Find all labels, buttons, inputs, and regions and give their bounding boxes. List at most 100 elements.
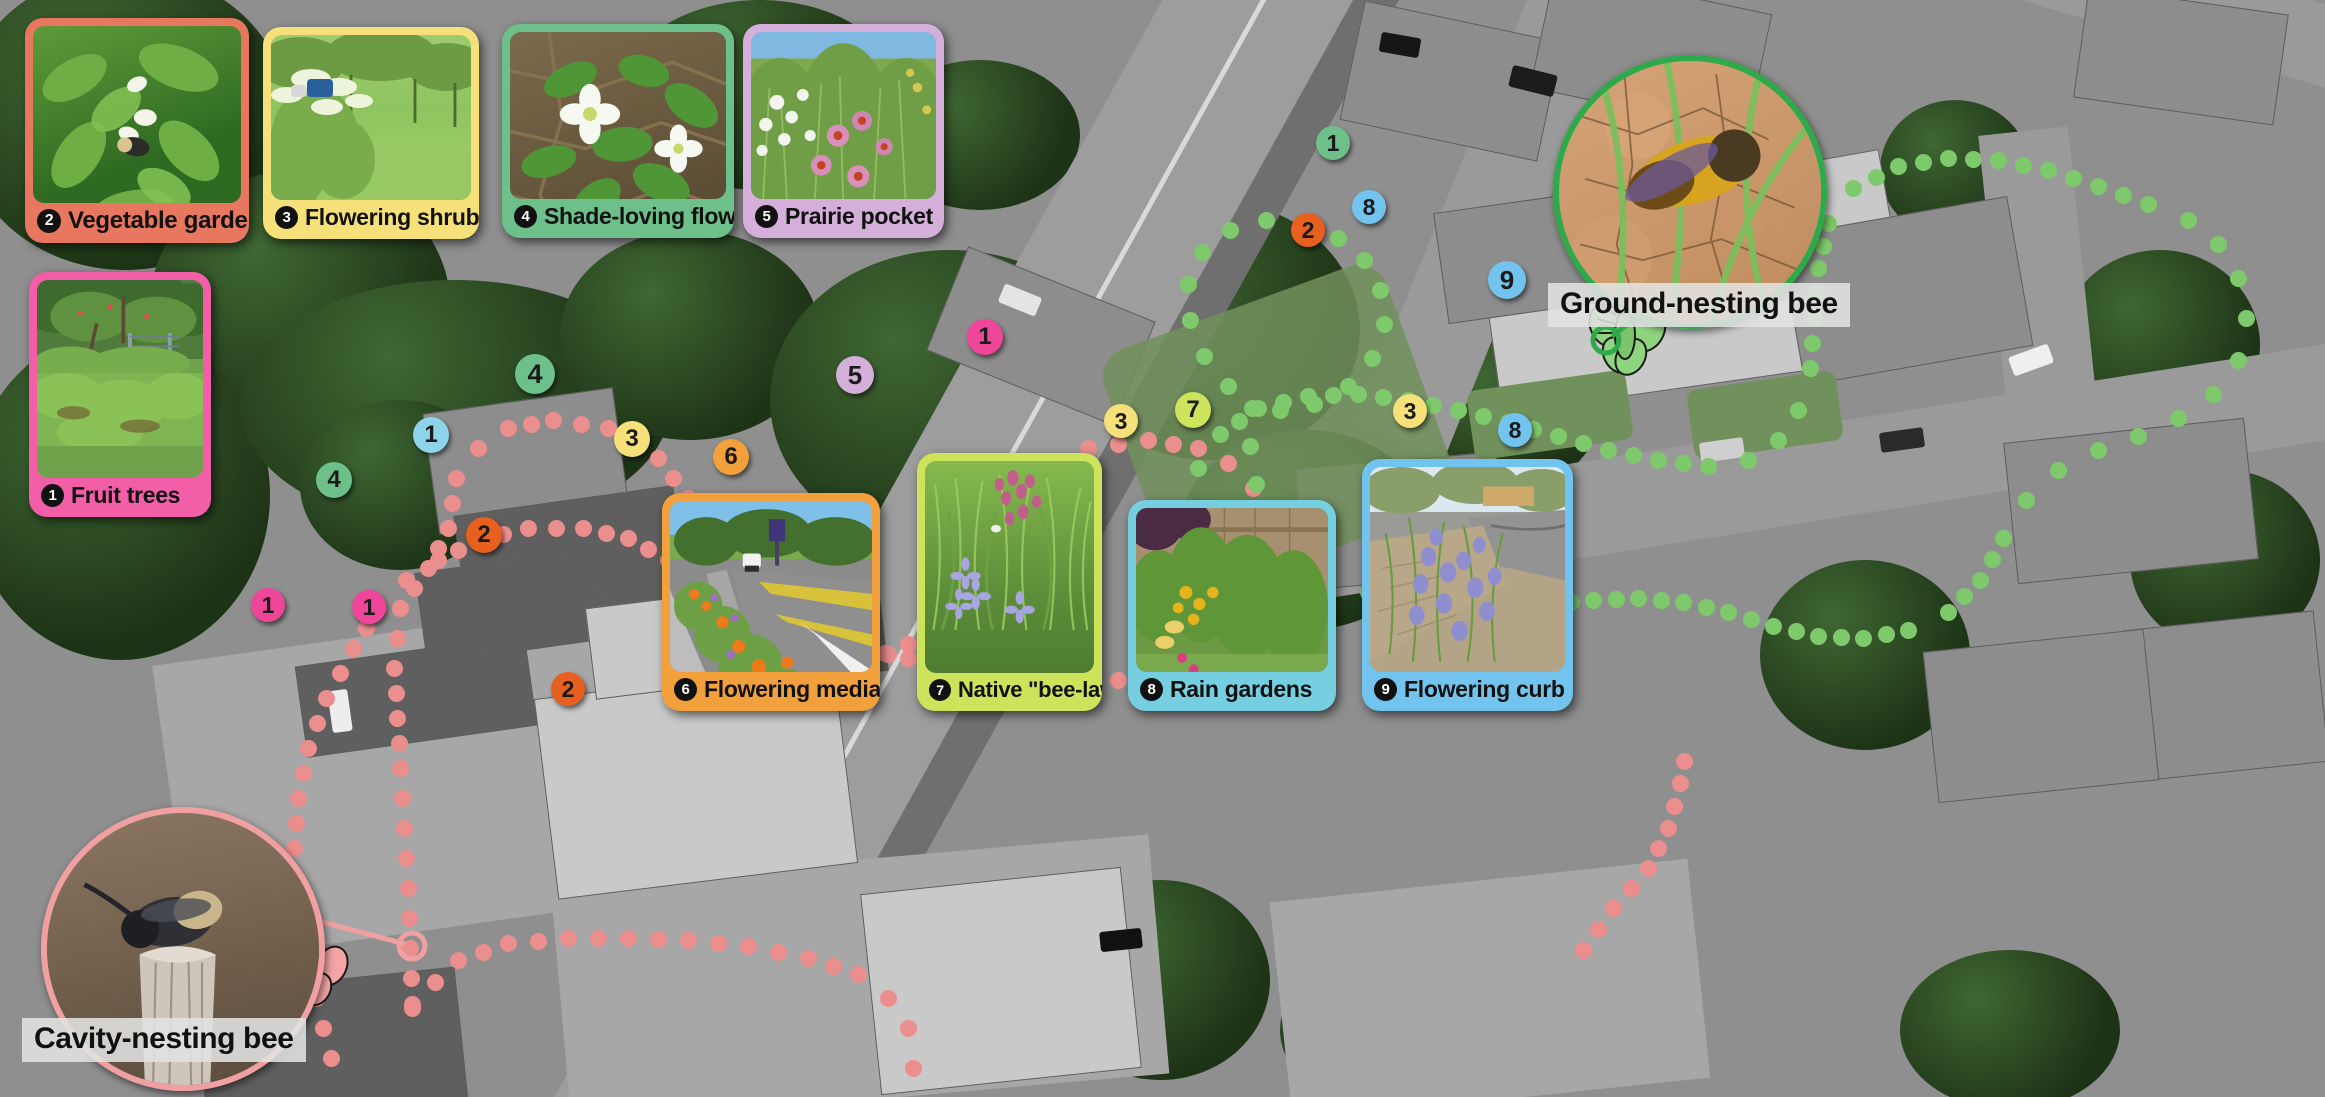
card-number-flowering-curb: 9	[1374, 678, 1397, 701]
route-dot	[389, 630, 406, 647]
cavity-nesting-bee-label: Cavity-nesting bee	[22, 1018, 306, 1062]
route-dot	[2065, 170, 2082, 187]
route-dot	[500, 420, 517, 437]
card-number-prairie-pocket: 5	[755, 205, 778, 228]
route-dot	[444, 495, 461, 512]
card-fruit-trees[interactable]: 1 Fruit trees	[29, 272, 211, 517]
route-dot	[1425, 397, 1442, 414]
card-caption-shade-loving-flowers: 4 Shade-loving flowers	[502, 199, 734, 238]
route-dot	[1877, 626, 1895, 643]
route-dot	[1110, 672, 1127, 689]
card-number-flowering-shrubs: 3	[275, 206, 298, 229]
route-dot	[1742, 611, 1760, 628]
route-dot	[1220, 378, 1237, 395]
route-dot	[396, 820, 413, 837]
route-dot	[1765, 618, 1782, 635]
map-marker-1-9: 1	[967, 319, 1003, 355]
route-dot	[430, 552, 447, 569]
card-flowering-median[interactable]: 6 Flowering median	[662, 493, 880, 711]
card-rain-gardens[interactable]: 8 Rain gardens	[1128, 500, 1336, 711]
card-label-fruit-trees: Fruit trees	[71, 482, 181, 508]
route-dot	[2205, 386, 2222, 403]
route-dot	[665, 470, 682, 487]
route-dot	[1575, 942, 1592, 959]
route-dot	[389, 710, 406, 727]
route-dot	[560, 930, 577, 947]
route-dot	[400, 880, 417, 897]
card-flowering-curb[interactable]: 9 Flowering curb	[1362, 459, 1573, 711]
route-dot	[650, 450, 667, 467]
map-marker-6-3: 6	[713, 439, 749, 475]
route-dot	[1956, 588, 1973, 605]
card-prairie-pocket[interactable]: 5 Prairie pocket	[743, 24, 944, 238]
route-dot	[1995, 530, 2012, 547]
route-dot	[1231, 413, 1248, 430]
card-label-flowering-curb: Flowering curb	[1404, 676, 1565, 702]
route-dot	[680, 932, 697, 949]
route-dot	[392, 760, 409, 777]
route-dot	[1915, 154, 1932, 171]
card-caption-prairie-pocket: 5 Prairie pocket	[743, 199, 944, 238]
card-vegetable-gardens[interactable]: 2 Vegetable gardens	[25, 18, 249, 243]
map-marker-1-13: 1	[1316, 126, 1350, 160]
map-marker-2-15: 2	[1291, 213, 1325, 247]
route-dot	[710, 935, 727, 952]
card-photo-vegetable-gardens	[33, 26, 241, 203]
route-dot	[1605, 900, 1622, 917]
card-number-fruit-trees: 1	[41, 484, 64, 507]
route-dot	[2015, 157, 2032, 174]
route-dot	[1675, 455, 1692, 472]
card-shade-loving-flowers[interactable]: 4 Shade-loving flowers	[502, 24, 734, 238]
route-dot	[2210, 236, 2227, 253]
card-caption-vegetable-gardens: 2 Vegetable gardens	[25, 203, 249, 243]
route-dot	[315, 1020, 332, 1037]
route-dot	[2230, 352, 2247, 369]
card-photo-flowering-shrubs	[271, 35, 471, 200]
route-dot	[403, 970, 420, 987]
card-flowering-shrubs[interactable]: 3 Flowering shrubs	[263, 27, 479, 239]
route-dot	[2090, 442, 2107, 459]
route-dot	[1660, 820, 1677, 837]
route-dot	[2040, 162, 2057, 179]
route-dot	[1720, 604, 1737, 621]
route-dot	[392, 600, 409, 617]
card-label-shade-loving-flowers: Shade-loving flowers	[544, 203, 734, 229]
route-dot	[620, 930, 637, 947]
route-dot	[1340, 378, 1357, 395]
route-dot	[1832, 629, 1850, 646]
route-dot	[1666, 797, 1683, 815]
card-label-rain-gardens: Rain gardens	[1170, 676, 1313, 702]
route-dot	[322, 1050, 340, 1067]
route-dot	[1650, 840, 1667, 857]
map-marker-2-5: 2	[466, 517, 502, 553]
route-dot	[1180, 276, 1197, 293]
route-dot	[640, 541, 657, 558]
route-dot	[1212, 426, 1229, 443]
route-dot	[1272, 402, 1289, 419]
card-number-vegetable-gardens: 2	[37, 209, 61, 233]
card-label-vegetable-gardens: Vegetable gardens	[68, 207, 249, 234]
cavity-nesting-bee-label-text: Cavity-nesting bee	[34, 1022, 294, 1055]
card-photo-shade-loving-flowers	[510, 32, 726, 199]
route-dot	[905, 1060, 922, 1077]
route-dot	[402, 940, 419, 957]
route-dot	[900, 1020, 917, 1037]
route-dot	[404, 996, 421, 1013]
route-dot	[825, 958, 842, 975]
route-dot	[1140, 432, 1157, 449]
route-dot	[1590, 921, 1607, 938]
route-dot	[575, 520, 592, 537]
route-dot	[2170, 410, 2187, 427]
card-caption-flowering-curb: 9 Flowering curb	[1362, 672, 1573, 711]
route-dot	[2090, 178, 2107, 195]
route-dot	[2115, 187, 2132, 204]
map-marker-7-12: 7	[1175, 392, 1211, 428]
map-marker-8-18: 8	[1498, 413, 1532, 447]
card-caption-fruit-trees: 1 Fruit trees	[29, 478, 211, 517]
route-dot	[440, 520, 457, 537]
route-dot	[590, 930, 607, 947]
card-native-bee-lawn[interactable]: 7 Native "bee-lawn"	[917, 453, 1102, 711]
route-dot	[1372, 282, 1389, 299]
route-dot	[2230, 270, 2247, 287]
